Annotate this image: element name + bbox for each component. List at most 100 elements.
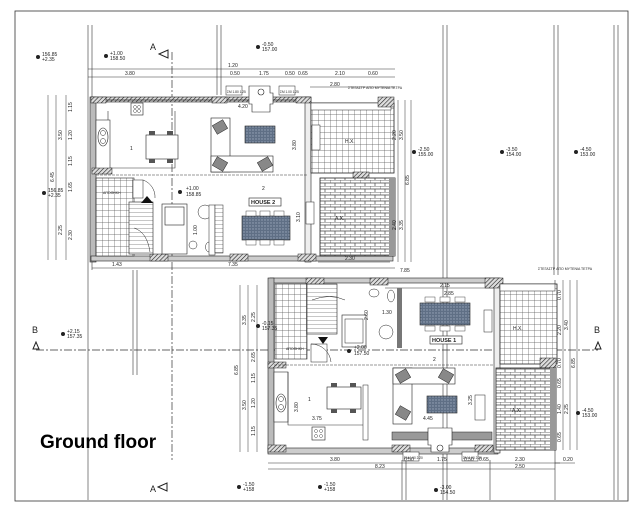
svg-text:+158: +158 [243, 487, 254, 493]
level-marks: 156.85 +2.35 +1.00 158.50 -0.50 157.00 -… [36, 42, 598, 496]
house-1: 2.15 ΣΤΕΓΑΣΤΡ ΑΠΟ ΜΥΤΕΝΙΑ ΤΕΤΡΑ ΑΠΟΘΗΚΗ … [234, 267, 593, 470]
svg-text:Η.Χ.: Η.Χ. [345, 139, 355, 145]
svg-text:0.65: 0.65 [298, 71, 308, 77]
section-b-left: B [32, 325, 38, 335]
svg-text:2: 2 [262, 186, 265, 192]
svg-text:157.35: 157.35 [262, 326, 278, 332]
svg-text:154.50: 154.50 [440, 490, 456, 496]
svg-text:6.85: 6.85 [571, 358, 577, 368]
svg-text:8.23: 8.23 [375, 464, 385, 470]
svg-text:1.15: 1.15 [68, 102, 74, 112]
svg-text:1.20: 1.20 [251, 398, 257, 408]
svg-text:7.35: 7.35 [228, 262, 238, 268]
svg-text:ΣΜ 1.00 1.25: ΣΜ 1.00 1.25 [280, 90, 299, 94]
svg-text:0.50: 0.50 [404, 457, 414, 463]
svg-text:+158: +158 [324, 487, 335, 493]
svg-text:2.25: 2.25 [58, 225, 64, 235]
svg-text:1: 1 [308, 397, 311, 403]
svg-text:6.85: 6.85 [405, 175, 411, 185]
sheet-frame [14, 10, 629, 502]
svg-text:7.85: 7.85 [400, 268, 410, 274]
svg-text:3.50: 3.50 [58, 130, 64, 140]
svg-text:1: 1 [130, 146, 133, 152]
svg-text:2.25: 2.25 [564, 404, 570, 414]
drawing-title: Ground floor [40, 432, 157, 453]
svg-text:6.45: 6.45 [50, 172, 56, 182]
svg-text:+2.00: +2.00 [354, 345, 367, 351]
svg-text:+1.00: +1.00 [186, 186, 199, 192]
svg-text:2.25: 2.25 [251, 312, 257, 322]
svg-text:+2.15: +2.15 [67, 329, 80, 335]
svg-text:3.25: 3.25 [468, 395, 474, 405]
svg-text:1.40: 1.40 [557, 404, 563, 414]
svg-text:156.85: 156.85 [42, 52, 58, 58]
svg-text:153.00: 153.00 [582, 413, 598, 419]
svg-text:-3.00: -3.00 [440, 485, 452, 491]
svg-text:2.85: 2.85 [444, 291, 454, 297]
svg-text:0.65: 0.65 [479, 457, 489, 463]
svg-text:3.50: 3.50 [242, 400, 248, 410]
svg-text:HOUSE 1: HOUSE 1 [432, 338, 456, 344]
svg-text:+2.35: +2.35 [48, 193, 61, 199]
svg-text:157.50: 157.50 [354, 351, 370, 357]
svg-text:-0.15: -0.15 [262, 321, 274, 327]
svg-text:154.00: 154.00 [506, 152, 522, 158]
svg-text:2.20: 2.20 [557, 325, 563, 335]
svg-text:0.50: 0.50 [285, 71, 295, 77]
svg-text:1.00: 1.00 [193, 225, 199, 235]
svg-text:1.15: 1.15 [251, 373, 257, 383]
svg-text:155.00: 155.00 [418, 152, 434, 158]
svg-text:0.60: 0.60 [368, 71, 378, 77]
svg-text:1.20: 1.20 [68, 130, 74, 140]
section-b-right: B [594, 325, 600, 335]
svg-text:2.20: 2.20 [392, 130, 398, 140]
svg-text:-2.50: -2.50 [418, 147, 430, 153]
svg-text:3.75: 3.75 [312, 416, 322, 422]
svg-text:2.30: 2.30 [68, 230, 74, 240]
svg-text:0.50: 0.50 [230, 71, 240, 77]
svg-text:ΑΠΟΘΗΚΗ: ΑΠΟΘΗΚΗ [103, 191, 121, 195]
svg-text:1.75: 1.75 [437, 457, 447, 463]
svg-text:2.40: 2.40 [392, 220, 398, 230]
svg-text:2.60: 2.60 [364, 310, 370, 320]
svg-text:1.20: 1.20 [228, 63, 238, 69]
svg-text:153.00: 153.00 [580, 152, 596, 158]
svg-text:-3.50: -3.50 [506, 147, 518, 153]
svg-text:2.50: 2.50 [515, 464, 525, 470]
svg-text:2.30: 2.30 [345, 256, 355, 262]
svg-text:3.50: 3.50 [399, 130, 405, 140]
svg-text:0.70: 0.70 [557, 290, 563, 300]
house-2: 3.80 1.20 0.50 1.75 0.50 0.65 2.10 0.60 … [47, 63, 412, 274]
svg-text:ΣΤΕΓΑΣΤΡ ΑΠΟ ΜΥΤΕΝΙΑ ΤΕΤΡΑ: ΣΤΕΓΑΣΤΡ ΑΠΟ ΜΥΤΕΝΙΑ ΤΕΤΡΑ [348, 86, 403, 90]
svg-text:0.50: 0.50 [464, 457, 474, 463]
svg-text:4.45: 4.45 [423, 416, 433, 422]
svg-text:0.20: 0.20 [563, 457, 573, 463]
svg-text:ΣΜ 1.00 2.20: ΣΜ 1.00 2.20 [463, 456, 482, 460]
svg-text:158.50: 158.50 [110, 56, 126, 62]
svg-text:0.65: 0.65 [557, 378, 563, 388]
svg-text:1.65: 1.65 [68, 182, 74, 192]
svg-text:1.15: 1.15 [68, 156, 74, 166]
svg-text:3.80: 3.80 [294, 402, 300, 412]
svg-text:2.30: 2.30 [515, 457, 525, 463]
svg-text:3.80: 3.80 [330, 457, 340, 463]
svg-text:6.85: 6.85 [234, 365, 240, 375]
section-a-bottom: A [150, 484, 156, 494]
svg-text:158.85: 158.85 [186, 192, 202, 198]
section-a-top: A [150, 42, 156, 52]
svg-text:+2.35: +2.35 [42, 57, 55, 63]
svg-text:-1.50: -1.50 [324, 482, 336, 488]
svg-text:+1.00: +1.00 [110, 51, 123, 57]
svg-text:3.80: 3.80 [292, 140, 298, 150]
svg-text:4.20: 4.20 [238, 104, 248, 110]
svg-text:3.80: 3.80 [125, 71, 135, 77]
svg-text:-0.50: -0.50 [262, 42, 274, 48]
svg-text:Α.Χ.: Α.Χ. [335, 216, 344, 222]
svg-text:156.85: 156.85 [48, 188, 64, 194]
svg-text:1.75: 1.75 [259, 71, 269, 77]
svg-text:1.43: 1.43 [112, 262, 122, 268]
svg-text:3.40: 3.40 [564, 320, 570, 330]
svg-text:3.35: 3.35 [399, 220, 405, 230]
svg-text:ΣΜ 1.80 1.25: ΣΜ 1.80 1.25 [227, 90, 246, 94]
